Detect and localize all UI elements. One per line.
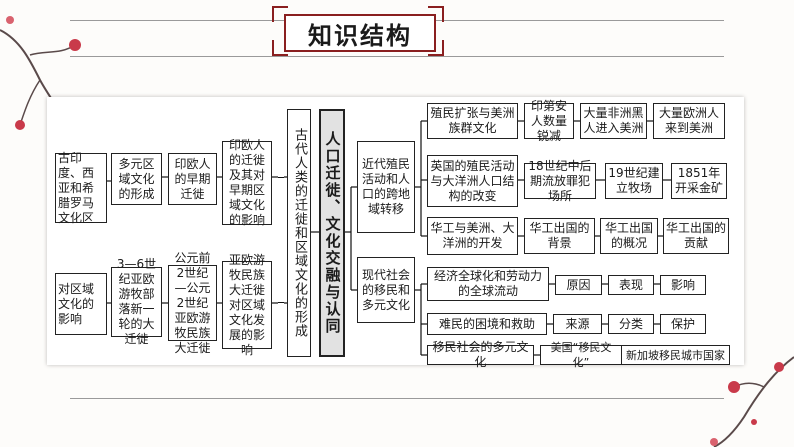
node-manifestation: 表现: [608, 275, 654, 295]
node-multi-region-culture: 多元区域文化的形成: [111, 153, 162, 205]
node-nomad-period: 公元前2世纪—公元2世纪亚欧游牧民族大迁徙: [168, 251, 217, 355]
node-classification: 分类: [608, 314, 654, 334]
node-singapore-city: 新加坡移民城市国家: [622, 345, 730, 365]
node-regional-impact: 对区域文化的影响: [55, 273, 107, 335]
node-cause: 原因: [555, 275, 602, 295]
node-colonial-expansion: 殖民扩张与美洲族群文化: [427, 103, 518, 139]
node-globalization: 经济全球化和劳动力的全球流动: [427, 267, 549, 301]
knowledge-structure-diagram: 古印度、西亚和希腊罗马文化区 多元区域文化的形成 印欧人的早期迁徙 印欧人的迁徙…: [47, 97, 744, 369]
bracket-left-cluster: [278, 177, 284, 303]
title-frame: 知识结构: [272, 6, 444, 56]
node-chinese-workers: 华工与美洲、大洋洲的开发: [427, 217, 518, 255]
node-british-colonial: 英国的殖民活动与大洋洲人口结构的改变: [427, 155, 518, 207]
node-multicultural: 移民社会的多元文化: [427, 340, 534, 369]
node-modern-colonial: 近代殖民活动和人口的跨地域转移: [357, 141, 415, 233]
node-african-entry: 大量非洲黑人进入美洲: [580, 103, 647, 139]
node-source: 来源: [553, 314, 602, 334]
top-frame-line-2: [70, 56, 724, 57]
node-protection: 保护: [660, 314, 706, 334]
node-nomad-new-migration: 3—6世纪亚欧游牧部落新一轮的大迁徙: [111, 257, 162, 346]
node-us-melting-pot: 美国“移民文化”: [540, 341, 622, 369]
node-gold-1851: 1851年开采金矿: [671, 163, 727, 199]
node-modern-society: 现代社会的移民和多元文化: [357, 257, 415, 323]
node-center-theme: 人口迁徙、文化交融与认同: [319, 109, 345, 357]
plum-blossom-bottom-right: [710, 356, 794, 447]
frame-corner-icon: [428, 6, 444, 22]
node-indo-european-early: 印欧人的早期迁徙: [168, 153, 217, 205]
node-nomad-effect: 亚欧游牧民族大迁徙对区域文化发展的影响: [222, 253, 272, 357]
node-cw-contribution: 华工出国的贡献: [663, 218, 729, 254]
connector-lines: [107, 120, 671, 356]
node-refugee: 难民的困境和救助: [427, 313, 547, 335]
node-indo-european-migration: 印欧人的迁徙及其对早期区域文化的影响: [222, 138, 272, 227]
bottom-frame-line: [70, 398, 724, 399]
node-ancient-human-migration: 古代人类的迁徙和区域文化的形成: [287, 109, 311, 357]
frame-corner-icon: [272, 40, 288, 56]
node-cw-overview: 华工出国的概况: [600, 218, 658, 254]
frame-corner-icon: [428, 40, 444, 56]
node-european-arrival: 大量欧洲人来到美洲: [653, 103, 725, 139]
frame-corner-icon: [272, 6, 288, 22]
node-influence: 影响: [660, 275, 706, 295]
node-prison-18c: 18世纪中后期流放罪犯场所: [524, 159, 596, 203]
page-title: 知识结构: [284, 14, 436, 52]
node-ranch-19c: 19世纪建立牧场: [605, 163, 663, 199]
node-cw-background: 华工出国的背景: [524, 218, 595, 254]
node-indian-decrease: 印第安人数量锐减: [524, 99, 574, 143]
node-ancient-regions: 古印度、西亚和希腊罗马文化区: [55, 151, 107, 225]
